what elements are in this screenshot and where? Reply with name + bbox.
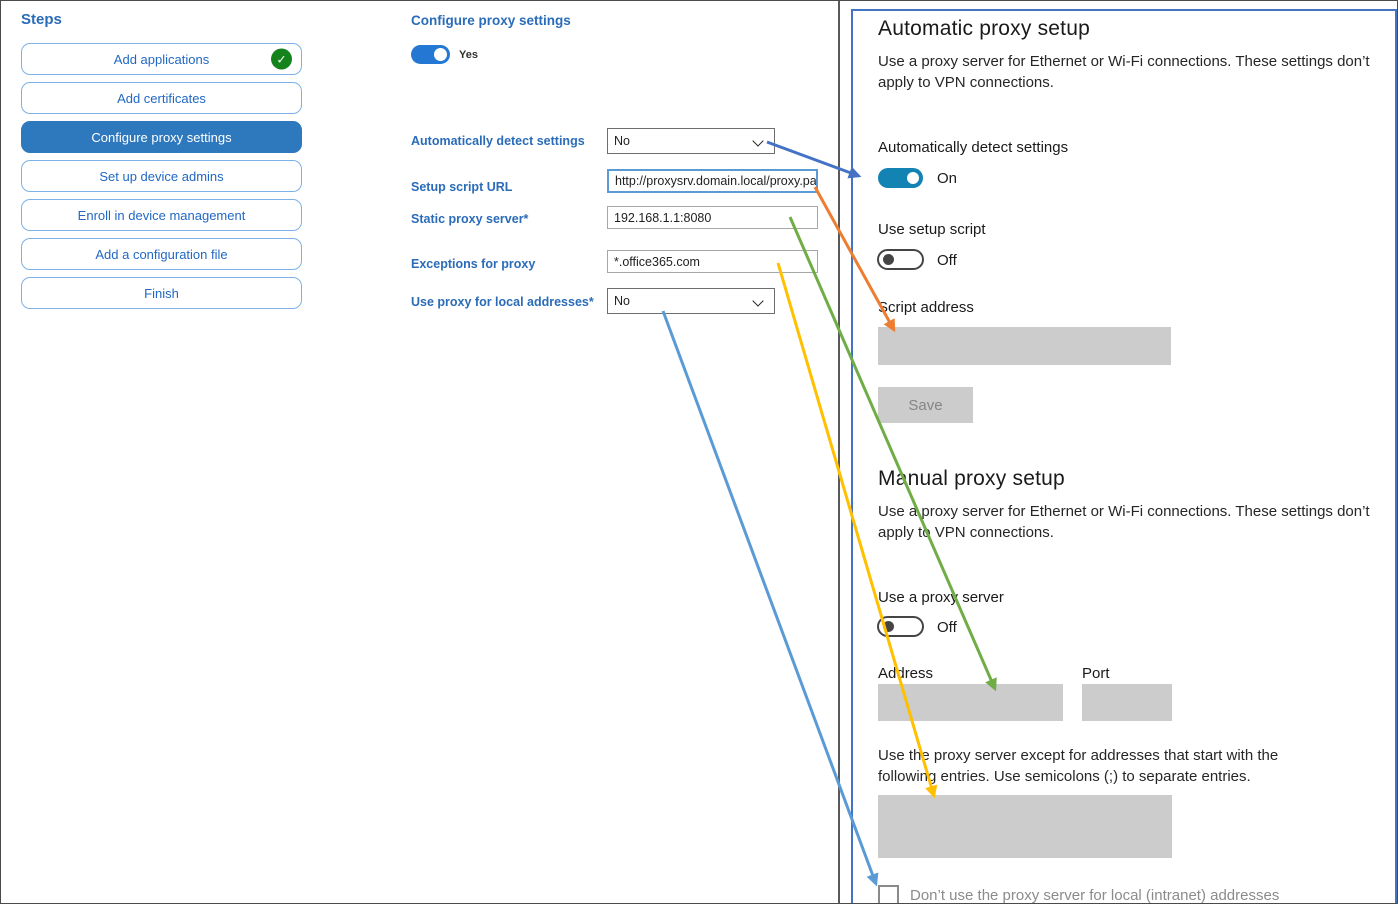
proxy-exceptions-textarea[interactable] bbox=[878, 795, 1172, 858]
auto-detect-settings-label: Automatically detect settings bbox=[878, 139, 1069, 156]
dropdown-value: No bbox=[614, 294, 630, 308]
step-set-up-device-admins[interactable]: Set up device admins bbox=[21, 160, 302, 192]
toggle-knob bbox=[907, 172, 919, 184]
input-value: 192.168.1.1:8080 bbox=[614, 210, 712, 225]
input-value: http://proxysrv.domain.local/proxy.pa bbox=[615, 174, 817, 188]
dropdown-value: No bbox=[614, 134, 630, 148]
vertical-divider bbox=[838, 1, 840, 903]
script-address-input[interactable] bbox=[878, 327, 1171, 365]
steps-panel-title: Steps bbox=[21, 11, 62, 28]
step-label: Enroll in device management bbox=[77, 207, 246, 223]
toggle-knob bbox=[434, 48, 447, 61]
auto-detect-dropdown[interactable]: No bbox=[607, 128, 775, 154]
use-setup-script-toggle-state: Off bbox=[937, 252, 957, 269]
step-add-certificates[interactable]: Add certificates bbox=[21, 82, 302, 114]
setup-script-url-input[interactable]: http://proxysrv.domain.local/proxy.pa bbox=[607, 169, 818, 193]
step-configure-proxy-settings[interactable]: Configure proxy settings bbox=[21, 121, 302, 153]
use-setup-script-toggle[interactable] bbox=[877, 249, 924, 270]
manual-proxy-heading: Manual proxy setup bbox=[878, 467, 1065, 490]
step-finish[interactable]: Finish bbox=[21, 277, 302, 309]
use-proxy-server-toggle-state: Off bbox=[937, 619, 957, 636]
auto-detect-toggle-state: On bbox=[937, 170, 958, 187]
address-input[interactable] bbox=[878, 684, 1063, 721]
step-enroll-in-device-management[interactable]: Enroll in device management bbox=[21, 199, 302, 231]
save-button[interactable]: Save bbox=[878, 387, 973, 423]
arrow-local-addresses bbox=[661, 310, 879, 887]
input-value: *.office365.com bbox=[614, 254, 700, 269]
use-setup-script-label: Use setup script bbox=[878, 221, 986, 238]
local-addresses-checkbox[interactable] bbox=[878, 885, 899, 903]
step-label: Configure proxy settings bbox=[91, 129, 232, 145]
use-proxy-server-toggle[interactable] bbox=[877, 616, 924, 637]
proxy-local-field-label: Use proxy for local addresses* bbox=[411, 295, 594, 309]
port-label: Port bbox=[1082, 665, 1110, 682]
auto-detect-toggle[interactable] bbox=[878, 168, 923, 188]
configure-proxy-toggle[interactable] bbox=[411, 45, 450, 64]
step-label: Add certificates bbox=[117, 90, 206, 106]
manual-proxy-description: Use a proxy server for Ethernet or Wi-Fi… bbox=[878, 503, 1370, 541]
configure-proxy-toggle-state: Yes bbox=[459, 49, 478, 61]
step-label: Set up device admins bbox=[99, 168, 224, 184]
script-address-label: Script address bbox=[878, 299, 974, 316]
steps-list: Add applications ✓ Add certificates Conf… bbox=[21, 43, 302, 309]
auto-detect-field-label: Automatically detect settings bbox=[411, 134, 585, 148]
automatic-proxy-description: Use a proxy server for Ethernet or Wi-Fi… bbox=[878, 53, 1370, 91]
proxy-exceptions-note: Use the proxy server except for addresse… bbox=[878, 747, 1279, 785]
toggle-knob bbox=[883, 254, 894, 265]
step-label: Add a configuration file bbox=[95, 246, 228, 262]
proxy-local-dropdown[interactable]: No bbox=[607, 288, 775, 314]
step-add-applications[interactable]: Add applications ✓ bbox=[21, 43, 302, 75]
configure-proxy-title: Configure proxy settings bbox=[411, 13, 571, 28]
toggle-knob bbox=[883, 621, 894, 632]
static-proxy-input[interactable]: 192.168.1.1:8080 bbox=[607, 206, 818, 229]
setup-script-url-field-label: Setup script URL bbox=[411, 180, 513, 194]
step-add-a-configuration-file[interactable]: Add a configuration file bbox=[21, 238, 302, 270]
static-proxy-field-label: Static proxy server* bbox=[411, 212, 529, 226]
completed-check-icon: ✓ bbox=[271, 48, 292, 70]
proxy-exceptions-field-label: Exceptions for proxy bbox=[411, 257, 536, 271]
address-label: Address bbox=[878, 665, 934, 682]
step-label: Add applications bbox=[113, 51, 210, 67]
automatic-proxy-heading: Automatic proxy setup bbox=[878, 17, 1090, 40]
local-addresses-checkbox-label: Don’t use the proxy server for local (in… bbox=[910, 887, 1280, 904]
step-label: Finish bbox=[144, 285, 179, 301]
chevron-down-icon bbox=[752, 135, 764, 147]
proxy-exceptions-input[interactable]: *.office365.com bbox=[607, 250, 818, 273]
use-proxy-server-label: Use a proxy server bbox=[878, 589, 1004, 606]
port-input[interactable] bbox=[1082, 684, 1172, 721]
chevron-down-icon bbox=[752, 295, 764, 307]
